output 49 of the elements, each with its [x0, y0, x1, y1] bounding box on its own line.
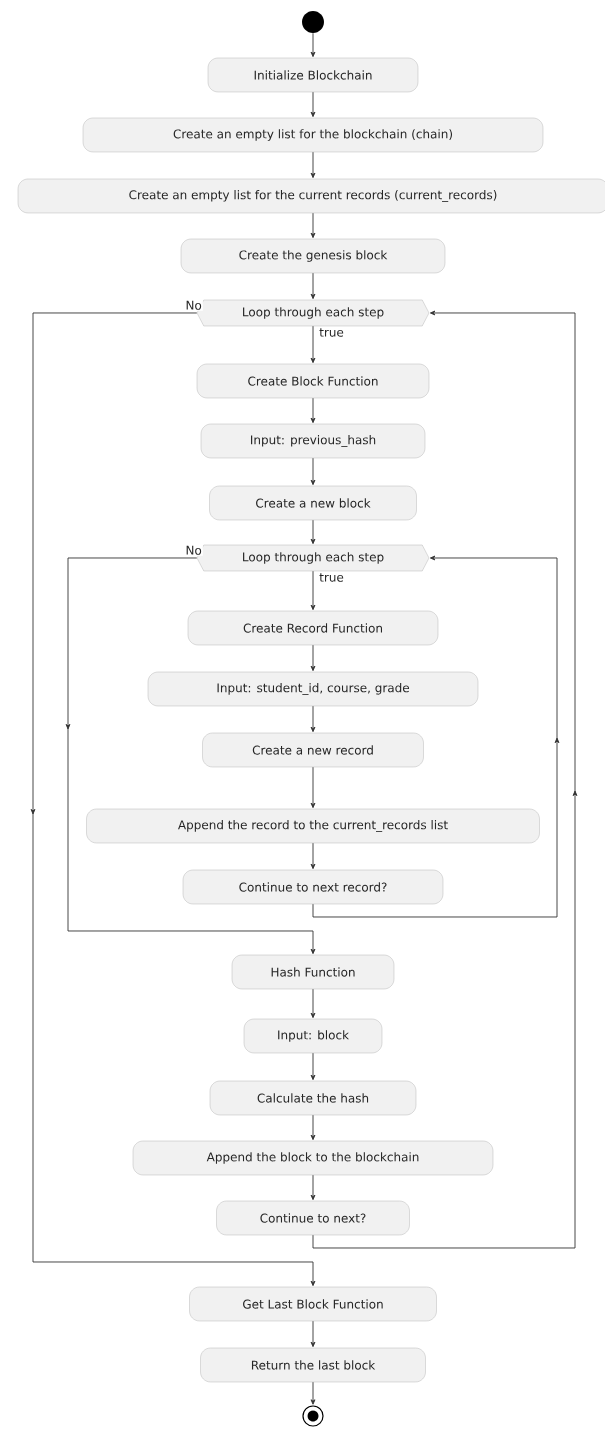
arrow: [310, 325, 316, 364]
arrow: [310, 272, 316, 300]
arrow: [30, 312, 316, 1287]
action-box: Create a new record: [202, 732, 424, 768]
arrow: [310, 988, 316, 1019]
action-box: Create Record Function: [187, 610, 439, 646]
arrow: [310, 1114, 316, 1141]
edge-label: true: [318, 327, 345, 338]
edge-label: No: [184, 299, 203, 311]
arrow: [310, 457, 316, 486]
action-box: Input: block: [243, 1018, 383, 1054]
end-dot: [302, 1405, 324, 1427]
arrow: [310, 644, 316, 672]
action-box: Create Block Function: [196, 363, 430, 399]
action-box: Create a new block: [209, 485, 417, 521]
arrow: [310, 842, 316, 870]
arrow: [310, 519, 316, 545]
action-box: Return the last block: [200, 1347, 426, 1383]
arrow: [310, 1320, 316, 1348]
edge-label: No: [184, 544, 203, 556]
start-dot: [302, 11, 324, 33]
action-box: Initialize Blockchain: [207, 57, 419, 93]
arrow: [312, 310, 578, 1249]
arrow: [310, 705, 316, 733]
arrow: [65, 557, 316, 955]
arrow: [310, 151, 316, 179]
arrow: [310, 766, 316, 809]
action-box: Hash Function: [231, 954, 395, 990]
arrow: [310, 212, 316, 239]
arrow: [310, 32, 316, 58]
action-box: Append the block to the blockchain: [132, 1140, 494, 1176]
arrow: [312, 555, 560, 918]
arrow: [310, 570, 316, 611]
action-box: Continue to next?: [216, 1200, 410, 1236]
action-box: Continue to next record?: [182, 869, 444, 905]
action-box: Create an empty list for the current records (current_records): [17, 178, 605, 214]
action-box: Input: previous_hash: [200, 423, 426, 459]
action-box: Calculate the hash: [209, 1080, 417, 1116]
arrow: [310, 1381, 316, 1405]
arrow: [310, 91, 316, 118]
action-box: Append the record to the current_records list: [86, 808, 540, 844]
arrow: [310, 1052, 316, 1081]
edge-label: true: [318, 572, 345, 583]
action-box: Input: student_id, course, grade: [147, 671, 479, 707]
arrow: [310, 397, 316, 424]
action-box: Create the genesis block: [180, 238, 446, 274]
arrow: [310, 1174, 316, 1201]
action-box: Create an empty list for the blockchain (chain): [82, 117, 544, 153]
action-box: Get Last Block Function: [189, 1286, 437, 1322]
